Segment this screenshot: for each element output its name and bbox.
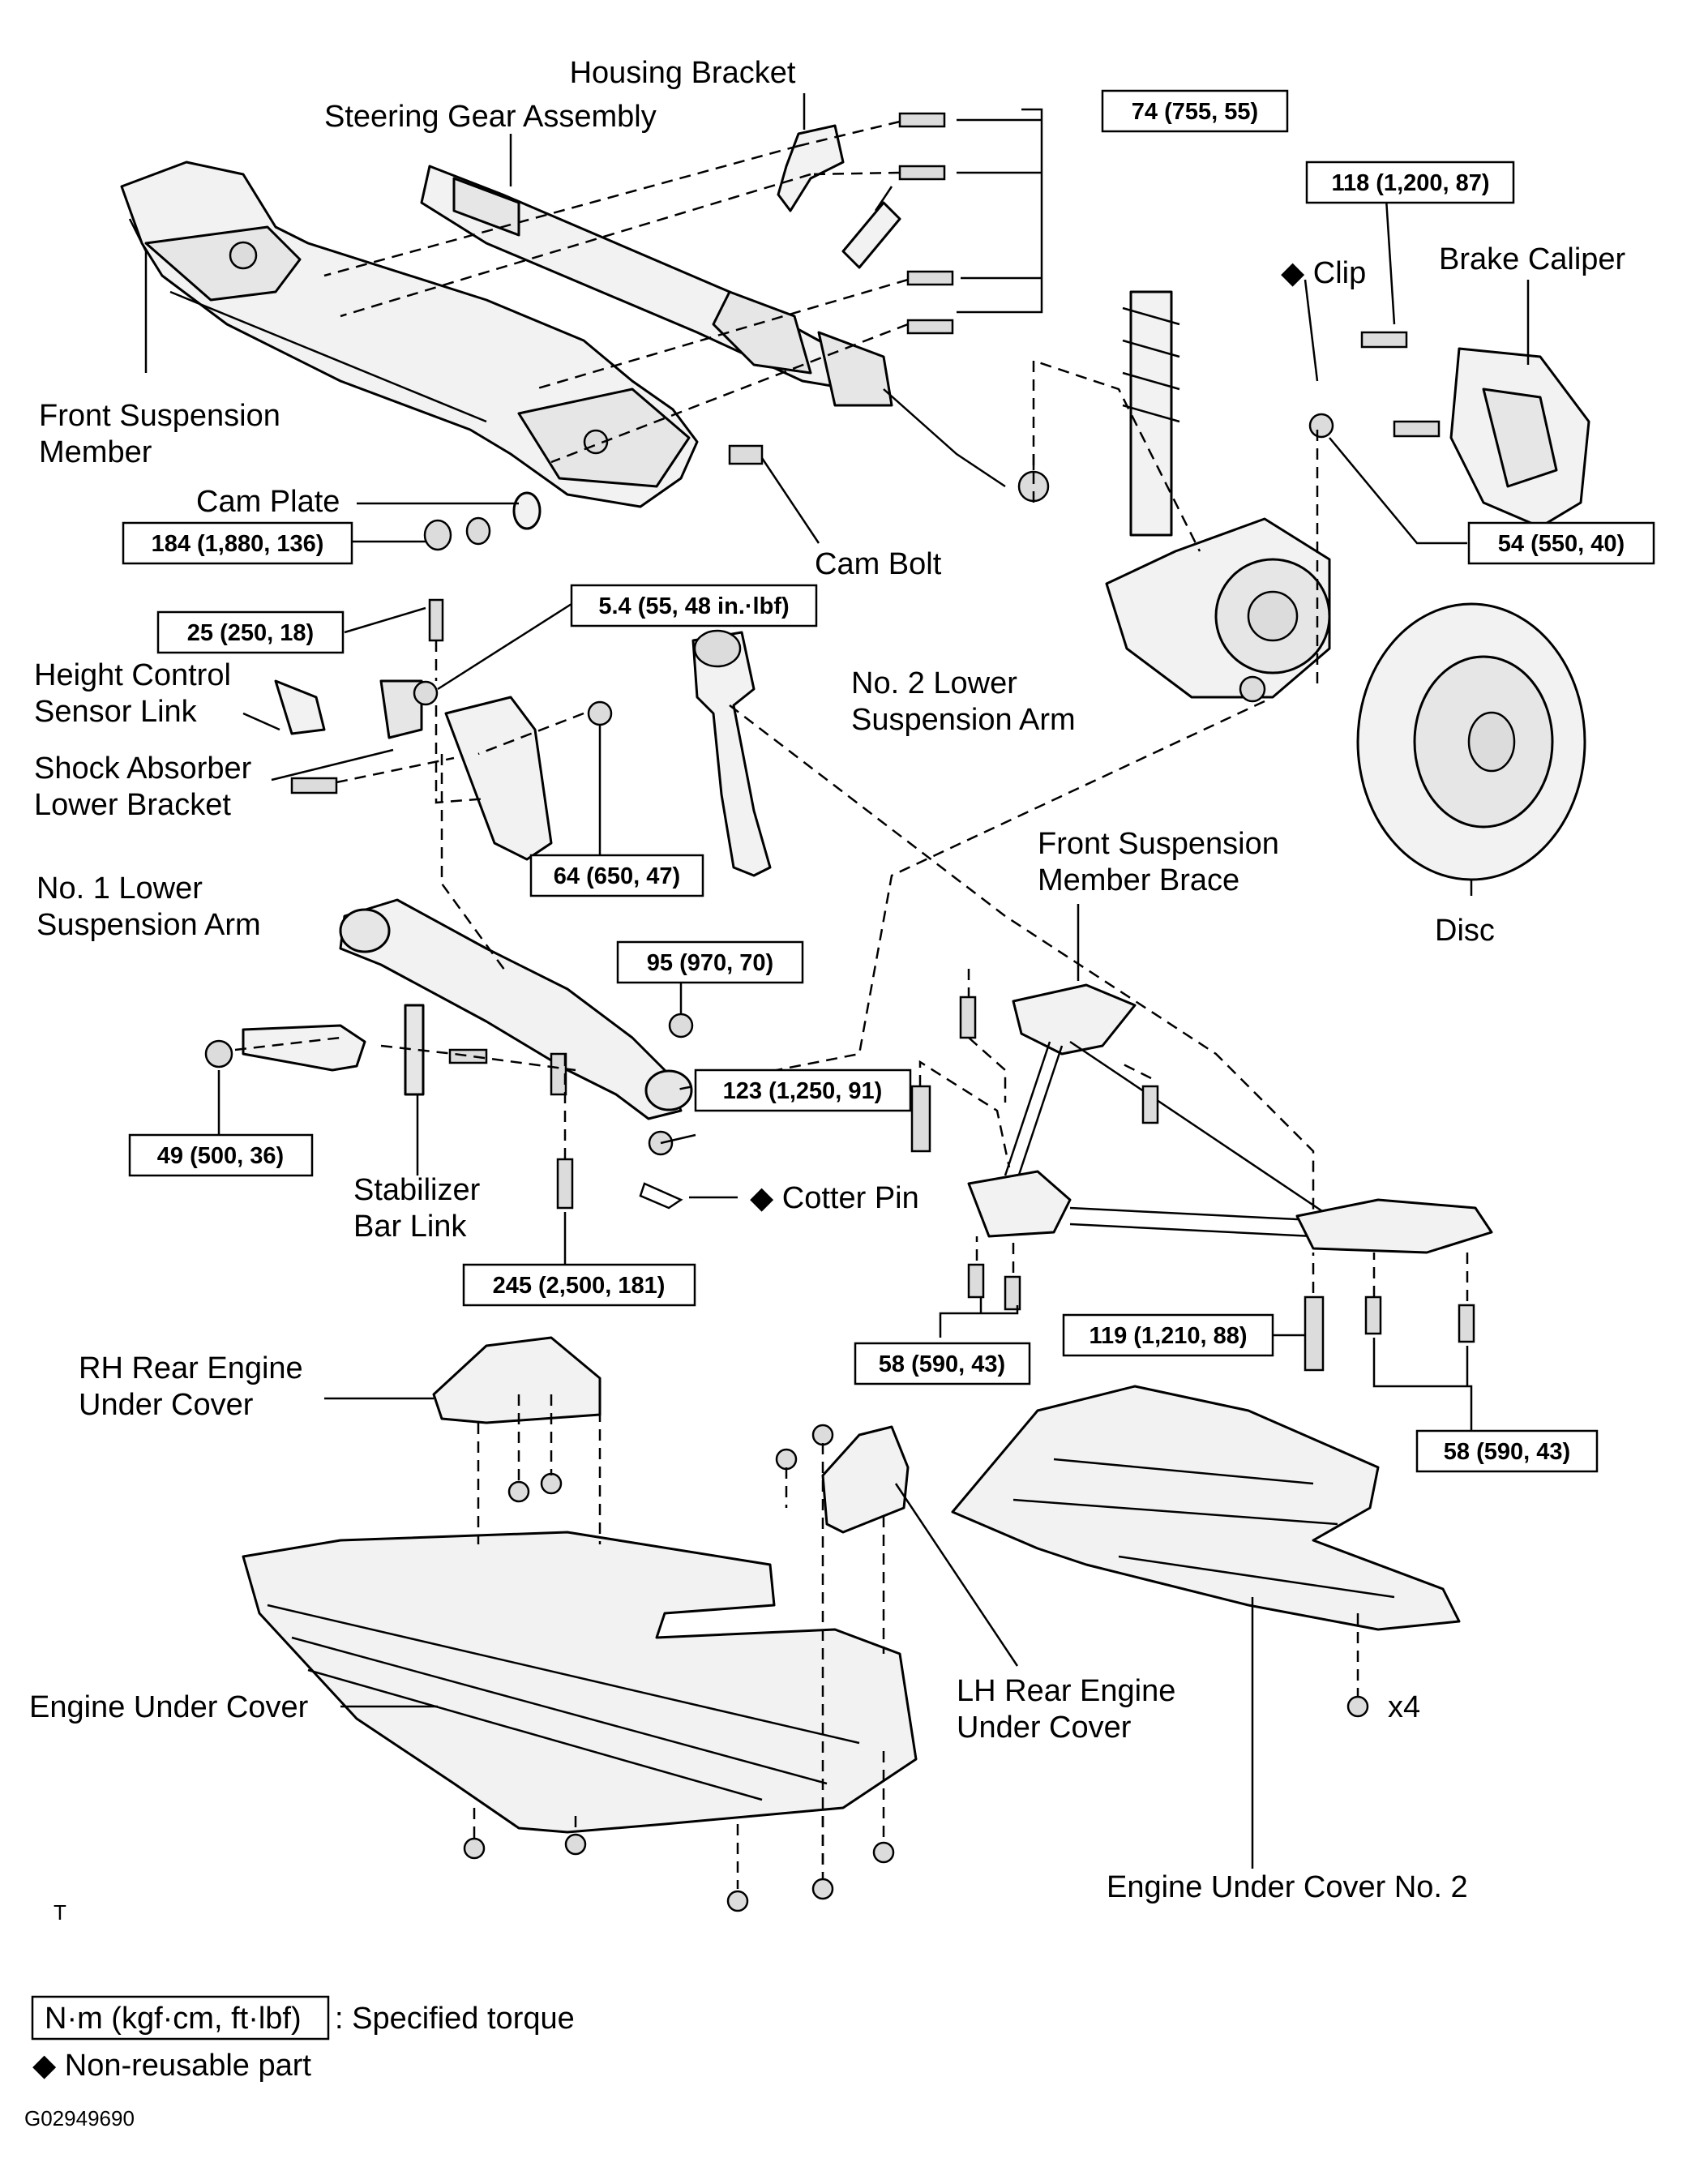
label-housing-bracket: Housing Bracket — [570, 56, 796, 90]
brake-disc-drawing — [1356, 602, 1586, 881]
shock-bracket-drawing — [274, 598, 613, 861]
rh-rear-cover-drawing — [432, 1336, 601, 1503]
torque-245: 245 (2,500, 181) — [493, 1273, 666, 1299]
figure-code: G02949690 — [24, 2106, 135, 2130]
lh-rear-cover-drawing — [775, 1424, 910, 1534]
no1-lower-arm-drawing — [339, 898, 694, 1120]
label-lh-cover-2: Under Cover — [957, 1711, 1132, 1745]
legend: N·m (kgf·cm, ft·lbf) : Specified torque … — [24, 1995, 575, 2130]
label-no2-arm-1: No. 2 Lower — [851, 666, 1017, 700]
label-cam-bolt: Cam Bolt — [815, 547, 942, 581]
brake-caliper-drawing — [1308, 331, 1590, 529]
torque-5-4: 5.4 (55, 48 in.·lbf) — [598, 593, 789, 619]
label-brake-caliper: Brake Caliper — [1439, 242, 1626, 276]
torque-58-b: 58 (590, 43) — [1444, 1439, 1570, 1465]
label-lh-cover-1: LH Rear Engine — [957, 1674, 1175, 1708]
torque-74: 74 (755, 55) — [1132, 99, 1258, 125]
label-stabilizer-link-2: Bar Link — [353, 1210, 467, 1244]
label-rh-cover-1: RH Rear Engine — [79, 1351, 303, 1385]
bolts-74 — [898, 112, 954, 335]
torque-64: 64 (650, 47) — [554, 863, 680, 889]
cam-plate-drawing — [423, 444, 764, 551]
label-no1-arm-2: Suspension Arm — [36, 908, 261, 942]
torque-95: 95 (970, 70) — [647, 950, 773, 976]
label-engine-under-cover-no2: Engine Under Cover No. 2 — [1107, 1870, 1468, 1904]
label-shock-bracket-1: Shock Absorber — [34, 752, 252, 786]
housing-bracket-drawing — [777, 124, 845, 212]
engine-under-cover-no2-drawing — [951, 1385, 1461, 1718]
label-cotter-pin: ◆ Cotter Pin — [750, 1181, 919, 1215]
legend-unit-desc: : Specified torque — [335, 2002, 575, 2036]
label-no2-arm-2: Suspension Arm — [851, 703, 1076, 737]
torque-118: 118 (1,200, 87) — [1331, 170, 1489, 196]
torque-25: 25 (250, 18) — [187, 620, 314, 646]
front-suspension-member-drawing — [120, 161, 699, 508]
label-stabilizer-link-1: Stabilizer — [353, 1173, 481, 1207]
label-member-brace-1: Front Suspension — [1038, 827, 1279, 861]
label-steering-gear: Steering Gear Assembly — [324, 100, 657, 134]
torque-58-a: 58 (590, 43) — [879, 1351, 1005, 1377]
label-front-suspension-member-1: Front Suspension — [39, 399, 280, 433]
steering-knuckle-drawing — [1105, 290, 1331, 703]
label-front-suspension-member-2: Member — [39, 435, 152, 469]
label-clip: ◆ Clip — [1281, 256, 1366, 290]
label-member-brace-2: Member Brace — [1038, 863, 1239, 897]
label-disc: Disc — [1435, 914, 1495, 948]
label-height-sensor-1: Height Control — [34, 658, 231, 692]
torque-54: 54 (550, 40) — [1498, 531, 1625, 557]
label-cam-plate: Cam Plate — [196, 485, 340, 519]
torque-119: 119 (1,210, 88) — [1089, 1323, 1247, 1349]
steering-gear-drawing — [420, 165, 1050, 503]
leader-lines — [128, 93, 1530, 1889]
torque-49: 49 (500, 36) — [157, 1143, 284, 1169]
torque-184: 184 (1,880, 136) — [152, 531, 324, 557]
torque-123: 123 (1,250, 91) — [723, 1078, 883, 1104]
label-shock-bracket-2: Lower Bracket — [34, 788, 231, 822]
label-t-mark: T — [54, 1900, 66, 1925]
label-rh-cover-2: Under Cover — [79, 1388, 254, 1422]
label-height-sensor-2: Sensor Link — [34, 695, 198, 729]
part-labels: Housing Bracket Steering Gear Assembly F… — [29, 56, 1626, 1925]
legend-unit-box: N·m (kgf·cm, ft·lbf) — [45, 2002, 302, 2036]
stabilizer-link-drawing — [204, 1004, 683, 1210]
label-x4: x4 — [1388, 1690, 1420, 1724]
legend-nonreusable: ◆ Non-reusable part — [32, 2049, 311, 2083]
no2-lower-arm-drawing — [691, 629, 772, 877]
label-no1-arm-1: No. 1 Lower — [36, 871, 203, 906]
engine-under-cover-drawing — [242, 1531, 918, 1912]
label-engine-under-cover: Engine Under Cover — [29, 1690, 309, 1724]
torque-boxes: 74 (755, 55) 118 (1,200, 87) 184 (1,880,… — [122, 89, 1655, 1473]
